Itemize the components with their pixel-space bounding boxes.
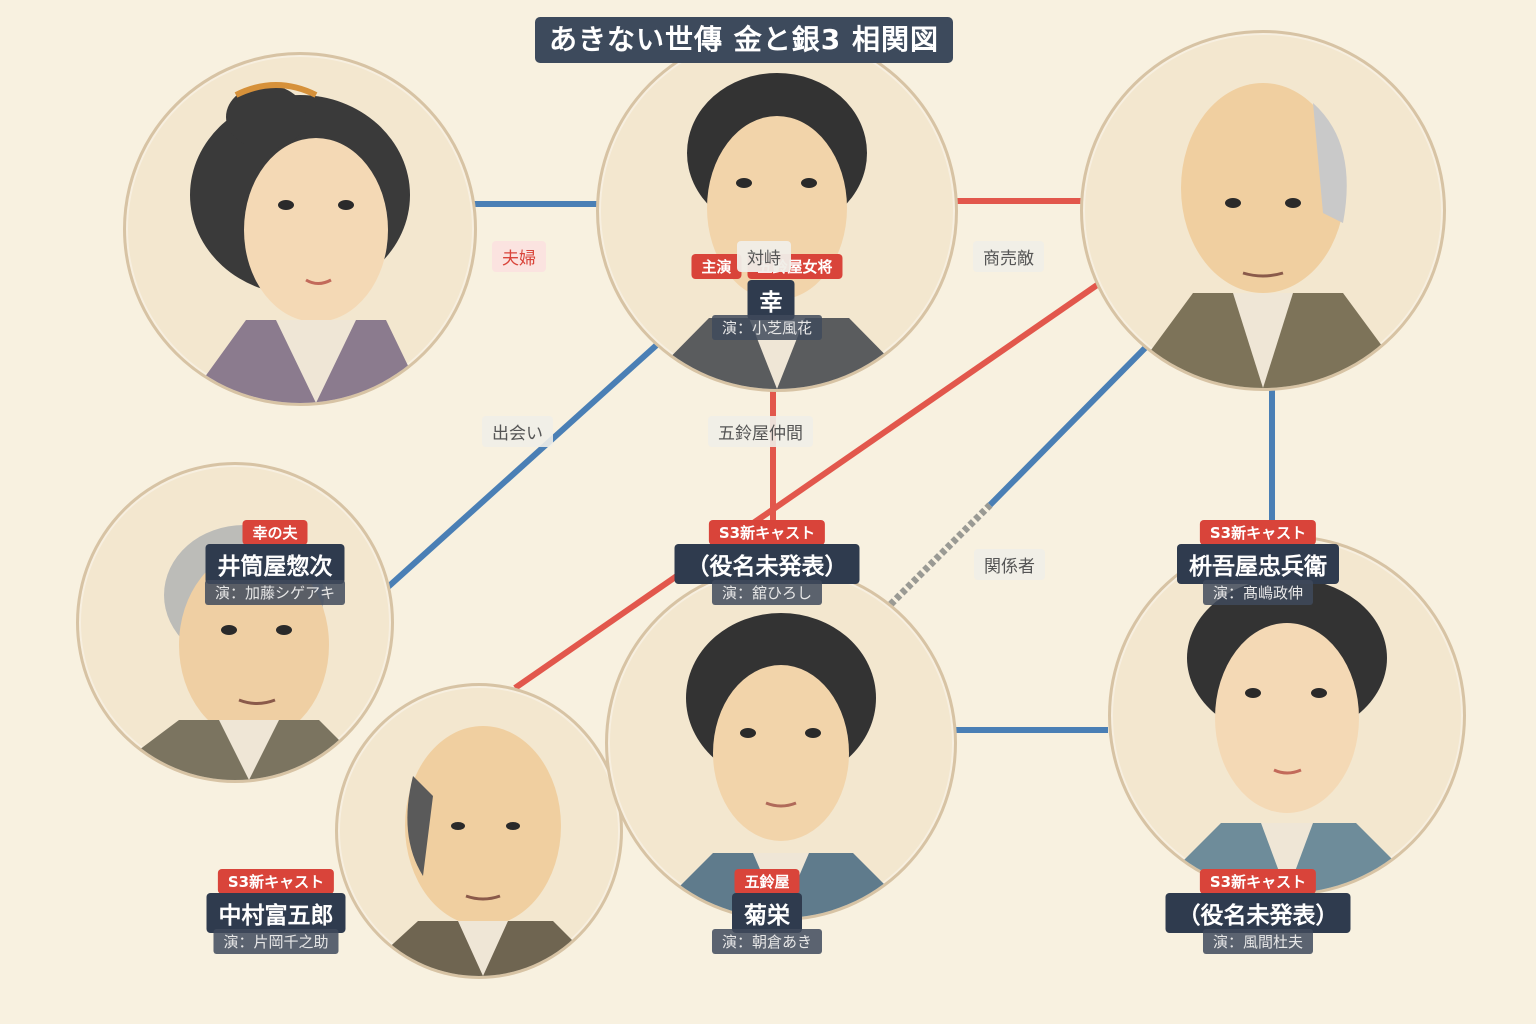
relation-label-deai: 出会い [482, 416, 553, 447]
actor-isutsuya: 演：加藤シゲアキ [204, 580, 346, 605]
woman-portrait-icon-2 [1151, 578, 1426, 893]
actor-kikue: 演：朝倉あき [711, 929, 823, 954]
relation-label-fuufu: 夫婦 [492, 241, 546, 272]
man-portrait-icon [639, 73, 919, 389]
portrait-midleft [76, 462, 394, 783]
tag-kikue: 五鈴屋 [734, 869, 800, 894]
name-sachi: 幸 [747, 280, 795, 320]
tag-br-unnamed: S3新キャスト [1199, 869, 1317, 894]
actor-masugoya: 演：髙嶋政伸 [1202, 580, 1314, 605]
actor-br-unnamed: 演：風間杜夫 [1202, 929, 1314, 954]
relation-label-kankeisha: 関係者 [974, 549, 1045, 580]
name-isutsuya: 井筒屋惣次 [205, 544, 345, 584]
link-deai [385, 339, 663, 590]
name-center: （役名未発表） [674, 544, 860, 584]
portrait-topright [1080, 30, 1446, 391]
tag-shuen: 主演 [691, 254, 742, 279]
relation-label-shoubaigataki: 商売敵 [973, 241, 1044, 272]
tag-nakamura: S3新キャスト [217, 869, 335, 894]
tag-masugoya: S3新キャスト [1199, 520, 1317, 545]
name-kikue: 菊栄 [732, 893, 802, 933]
actor-sachi: 演：小芝風花 [711, 315, 823, 340]
actor-nakamura: 演：片岡千之助 [213, 929, 339, 954]
relation-label-isuzuya-nakama: 五鈴屋仲間 [708, 416, 813, 447]
name-nakamura: 中村富五郎 [206, 893, 346, 933]
elder-man-portrait-icon [1123, 83, 1413, 388]
tag-isutsuya: 幸の夫 [242, 520, 308, 545]
elder-man-portrait-icon-2 [99, 525, 379, 780]
name-masugoya: 枡吾屋忠兵衛 [1177, 544, 1339, 584]
portrait-bottom-center [605, 565, 957, 921]
link-kankeisha-dashed [882, 502, 993, 613]
page-title: あきない世傳 金と銀3 相関図 [535, 17, 953, 63]
link-red-diagonal [513, 280, 1102, 691]
link-blue-diagonal [987, 340, 1153, 508]
portrait-topleft [123, 52, 477, 406]
bald-elder-portrait-icon [358, 726, 608, 976]
young-man-portrait-icon [648, 613, 918, 918]
portrait-top-center [596, 30, 958, 392]
woman-portrait-icon [186, 82, 426, 403]
tag-center: S3新キャスト [708, 520, 826, 545]
relation-label-taiji: 対峙 [737, 241, 791, 272]
actor-center: 演：舘ひろし [711, 580, 823, 605]
name-br-unnamed: （役名未発表） [1165, 893, 1351, 933]
portrait-bottomleft [335, 683, 623, 979]
